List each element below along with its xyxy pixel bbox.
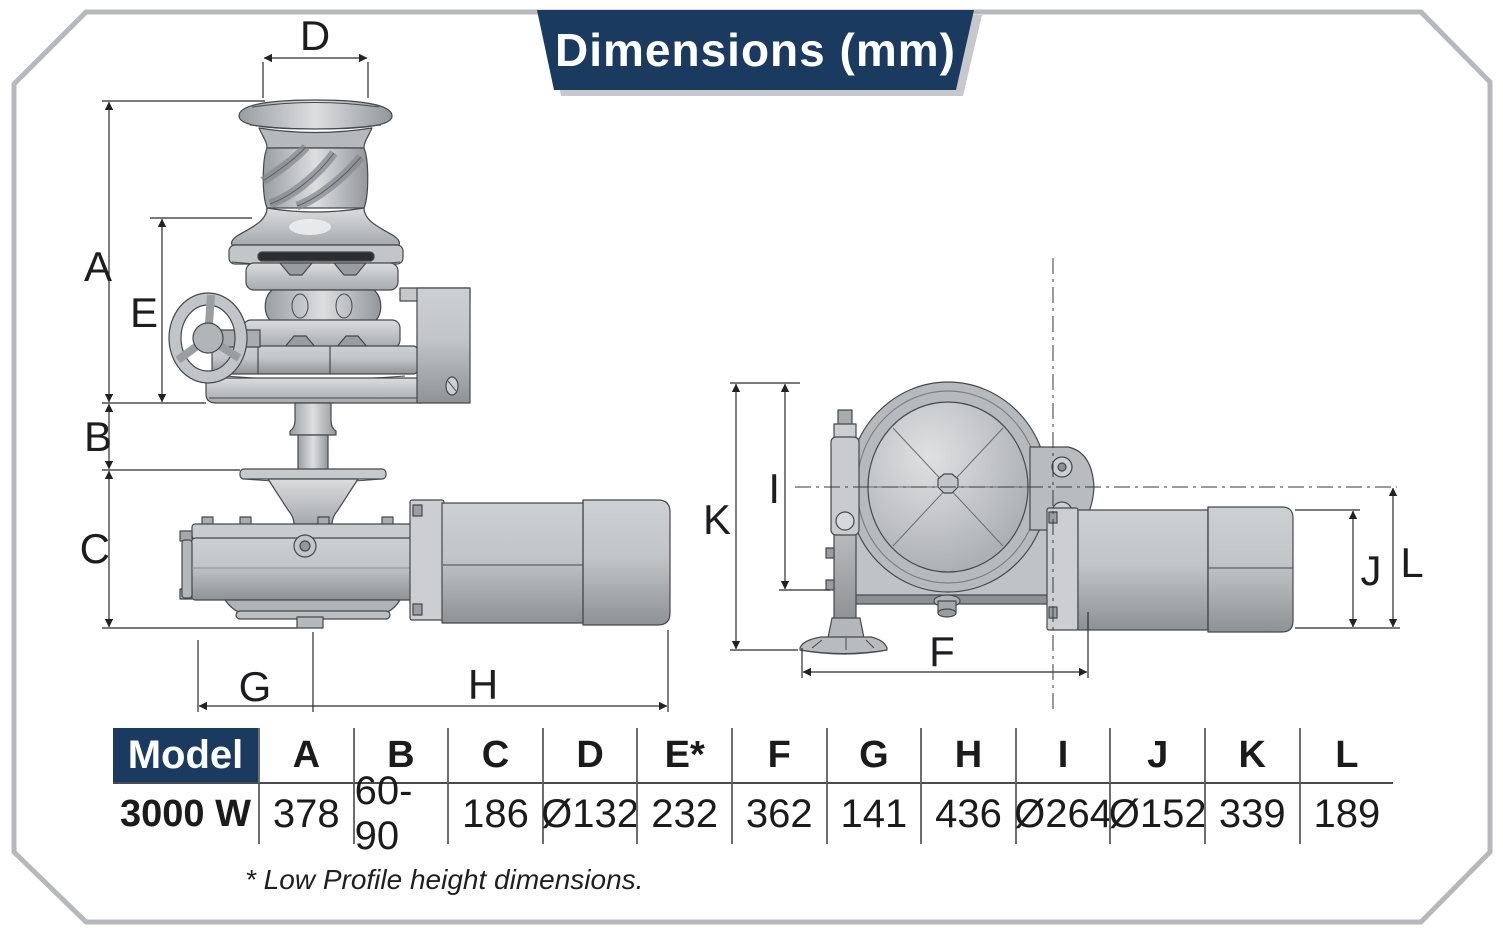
dim-label-D: D: [300, 12, 330, 59]
bottom-stub: [296, 616, 324, 629]
footnote: * Low Profile height dimensions.: [245, 864, 644, 895]
table-value-B: 60-90: [352, 769, 448, 858]
gypsy-lower-flange: [242, 319, 401, 349]
table-header-B: B: [352, 728, 448, 784]
table-header-J: J: [1109, 728, 1204, 784]
dim-label-I: I: [768, 465, 780, 512]
windlass-side: [799, 381, 1294, 655]
page-border: [11, 9, 1493, 925]
motor-mount-plate-front: [409, 499, 445, 621]
dimensions-table: Model A B C D E* F G H I J K L 3000 W 37…: [113, 728, 1394, 858]
table-value-H: 436: [920, 784, 1015, 844]
handwheel: [168, 292, 261, 384]
dim-label-E: E: [130, 289, 158, 336]
table-value-C: 186: [447, 784, 542, 844]
mast-bracket: [825, 409, 860, 621]
side-view: K I F J L: [703, 258, 1424, 713]
dim-label-F: F: [929, 628, 955, 675]
banner-shape: [537, 10, 974, 90]
table-header-E: E*: [636, 728, 731, 784]
windlass-front: [168, 99, 671, 629]
front-dimension-lines: [102, 53, 669, 712]
dim-label-L: L: [1400, 539, 1423, 586]
table-header-I: I: [1014, 728, 1110, 784]
dim-label-K: K: [703, 496, 731, 543]
handwheel-hub: [192, 322, 224, 354]
dim-label-J: J: [1361, 547, 1382, 594]
table-value-G: 141: [825, 784, 921, 844]
dim-label-G: G: [239, 663, 272, 710]
capstan-neck: [258, 127, 373, 149]
dim-label-H: H: [468, 661, 498, 708]
table-header-L: L: [1298, 728, 1394, 784]
table-header-C: C: [447, 728, 542, 784]
gypsy-upper-flange: [245, 262, 399, 291]
page-title: Dimensions (mm): [555, 24, 956, 76]
main-shaft: [289, 402, 337, 471]
mounting-foot: [799, 617, 888, 655]
table-value-K: 339: [1203, 784, 1299, 844]
title-banner: [537, 10, 982, 96]
seal-ring: [257, 251, 375, 262]
dim-label-A: A: [84, 243, 112, 290]
capstan-cap: [238, 99, 393, 130]
table-header-model: Model: [113, 728, 258, 784]
deck-base: [205, 377, 431, 404]
table-value-A: 378: [258, 784, 353, 844]
table-header-H: H: [920, 728, 1015, 784]
funnel: [267, 478, 359, 525]
table-value-F: 362: [730, 784, 826, 844]
table-header-G: G: [825, 728, 921, 784]
table-header-F: F: [730, 728, 826, 784]
table-header-K: K: [1203, 728, 1299, 784]
drain-bolt: [933, 594, 961, 618]
gearbox-front: [179, 516, 425, 629]
table-value-E: 232: [636, 784, 731, 844]
motor-side: [1046, 506, 1294, 633]
table-value-L: 189: [1298, 784, 1394, 844]
motor-front: [441, 499, 671, 626]
capstan-bell: [228, 207, 404, 267]
table-value-I: Ø264: [1014, 784, 1112, 844]
centerlines: [795, 258, 1397, 713]
capstan-barrel: [260, 143, 369, 211]
table-header-A: A: [258, 728, 353, 784]
table-value-J: Ø152: [1109, 784, 1207, 844]
table-value-D: Ø132: [541, 784, 639, 844]
side-bracket: [399, 287, 471, 404]
table-header-D: D: [541, 728, 637, 784]
side-dimension-lines: [730, 382, 1400, 678]
table-model-value: 3000 W: [120, 792, 251, 835]
dim-label-B: B: [84, 413, 112, 460]
gypsy-spool: [264, 289, 382, 323]
front-view: A E B C D G H: [80, 12, 671, 712]
dim-label-C: C: [80, 525, 110, 572]
